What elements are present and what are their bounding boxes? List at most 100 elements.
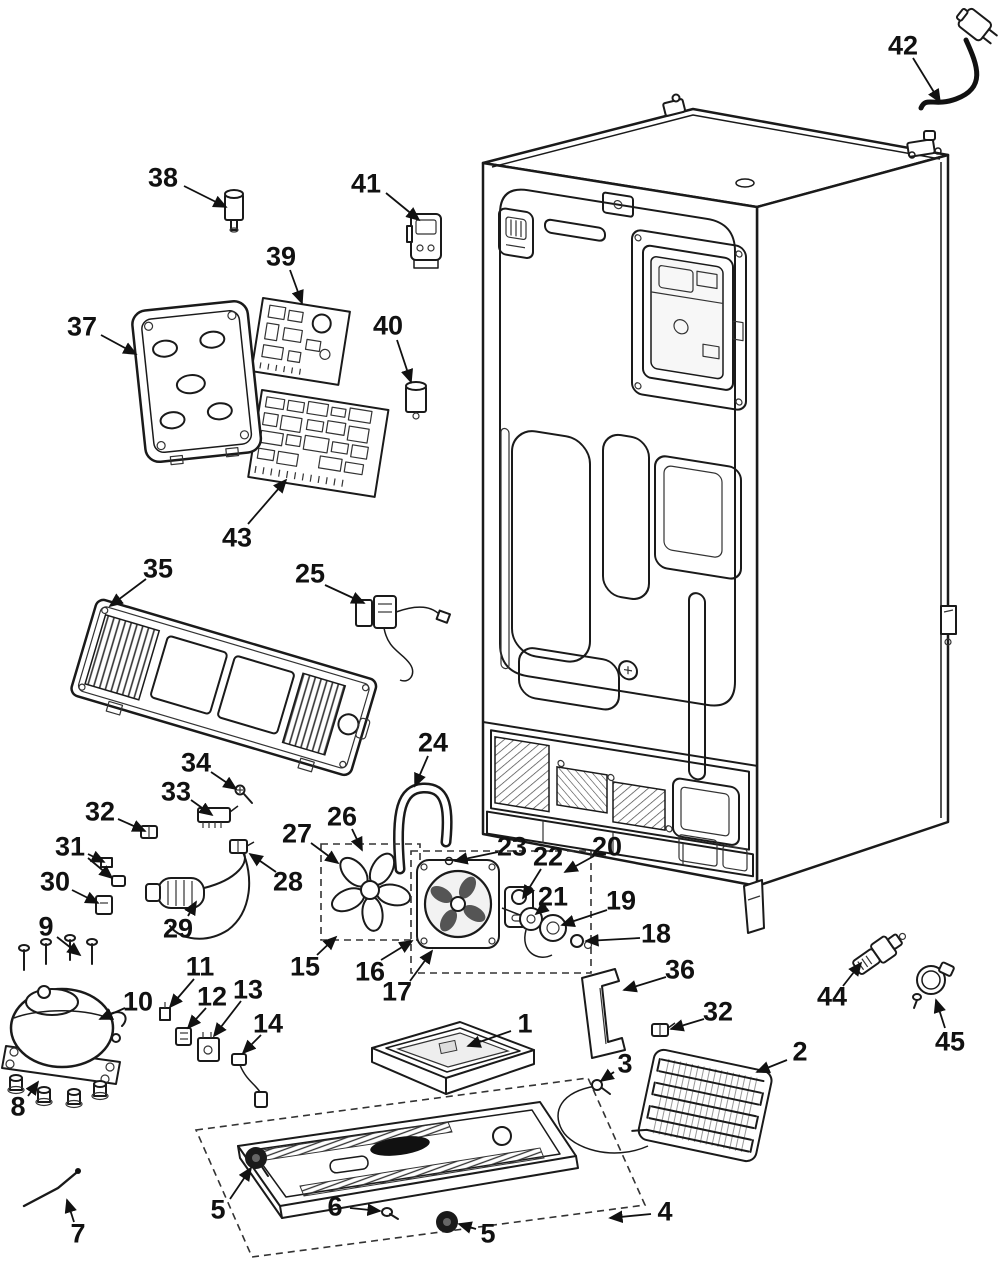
part-number-2: 2 bbox=[792, 1036, 807, 1066]
part-number-19: 19 bbox=[606, 885, 636, 915]
leader-line-32 bbox=[117, 818, 147, 832]
rear-vent-panel bbox=[70, 598, 378, 777]
side-bracket bbox=[940, 605, 957, 646]
part-number-12: 12 bbox=[197, 981, 227, 1011]
back-panel-details bbox=[482, 188, 758, 878]
part-number-41: 41 bbox=[351, 168, 381, 198]
leader-line-2 bbox=[755, 1059, 788, 1074]
leader-line-7 bbox=[64, 1198, 77, 1223]
part-number-24: 24 bbox=[418, 727, 448, 757]
part-number-21: 21 bbox=[538, 881, 568, 911]
leader-line-22 bbox=[522, 868, 542, 900]
fan-housing bbox=[416, 856, 500, 949]
leader-line-15 bbox=[316, 935, 338, 956]
starter-relay-box bbox=[406, 213, 442, 269]
support-bracket bbox=[581, 968, 626, 1059]
part-number-3: 3 bbox=[617, 1048, 632, 1078]
leader-line-44 bbox=[842, 961, 863, 987]
leader-line-23 bbox=[453, 851, 499, 865]
leader-line-4 bbox=[608, 1210, 652, 1224]
refrigerator-cabinet bbox=[481, 93, 957, 934]
part-number-29: 29 bbox=[163, 913, 193, 943]
drain-tube bbox=[392, 782, 453, 875]
part-number-5: 5 bbox=[210, 1194, 225, 1224]
part-number-10: 10 bbox=[123, 986, 153, 1016]
leader-line-3 bbox=[599, 1068, 615, 1083]
leader-line-25 bbox=[324, 584, 366, 604]
part-number-20: 20 bbox=[592, 831, 622, 861]
leader-line-6 bbox=[349, 1203, 382, 1217]
leader-line-1 bbox=[466, 1030, 512, 1048]
sensor-wire bbox=[22, 1168, 81, 1208]
wire-harness bbox=[95, 784, 255, 940]
leader-line-33 bbox=[190, 799, 214, 817]
leader-line-24 bbox=[414, 755, 429, 788]
part-number-28: 28 bbox=[273, 866, 303, 896]
leader-line-28 bbox=[248, 852, 277, 873]
part-number-18: 18 bbox=[641, 918, 671, 948]
compressor-assembly bbox=[1, 934, 127, 1109]
leader-line-11 bbox=[168, 978, 195, 1009]
part-number-16: 16 bbox=[355, 956, 385, 986]
leader-line-39 bbox=[289, 269, 304, 305]
leader-line-18 bbox=[584, 934, 641, 947]
roller-right bbox=[436, 1211, 458, 1233]
leader-line-41 bbox=[385, 192, 421, 222]
tube-coupler bbox=[852, 932, 907, 975]
tray-screw bbox=[381, 1207, 399, 1220]
relay-parts bbox=[159, 1002, 268, 1108]
leader-line-34 bbox=[210, 771, 238, 791]
part-number-23: 23 bbox=[497, 831, 527, 861]
fan-motor-dashed-box bbox=[410, 850, 592, 974]
leader-line-37 bbox=[100, 334, 138, 355]
leader-line-31 bbox=[87, 857, 114, 880]
fan-motor-assembly bbox=[501, 886, 593, 958]
part-number-42: 42 bbox=[888, 30, 918, 60]
part-number-44: 44 bbox=[817, 981, 847, 1011]
base-grille-tray bbox=[237, 1101, 579, 1219]
condenser-coil bbox=[557, 1022, 773, 1163]
leader-line-29 bbox=[184, 900, 197, 917]
mounting-bolts bbox=[18, 934, 98, 971]
leader-line-42 bbox=[912, 57, 941, 104]
leader-line-10 bbox=[98, 1007, 126, 1020]
leader-line-19 bbox=[560, 909, 608, 927]
leader-line-12 bbox=[186, 1007, 207, 1030]
defrost-sensor bbox=[355, 595, 452, 682]
fan-blade bbox=[331, 852, 412, 932]
leader-line-16 bbox=[380, 940, 414, 961]
leader-line-8 bbox=[25, 1080, 40, 1097]
part-number-15: 15 bbox=[290, 951, 320, 981]
capacitor-small bbox=[224, 189, 244, 233]
part-number-34: 34 bbox=[181, 747, 211, 777]
drain-pan bbox=[371, 1021, 535, 1095]
part-number-26: 26 bbox=[327, 801, 357, 831]
part-number-32: 32 bbox=[85, 796, 115, 826]
part-number-36: 36 bbox=[665, 954, 695, 984]
part-number-8: 8 bbox=[10, 1091, 25, 1121]
part-number-32: 32 bbox=[703, 996, 733, 1026]
part-number-35: 35 bbox=[143, 553, 173, 583]
leader-line-38 bbox=[183, 185, 228, 208]
pcb-main bbox=[247, 389, 390, 498]
part-number-7: 7 bbox=[70, 1218, 85, 1248]
top-hinge-right bbox=[906, 130, 942, 159]
leader-line-13 bbox=[212, 1000, 242, 1038]
part-number-6: 6 bbox=[327, 1191, 342, 1221]
compressor-grommets bbox=[7, 1074, 109, 1109]
part-number-14: 14 bbox=[253, 1008, 283, 1038]
leader-line-20 bbox=[563, 855, 595, 873]
part-number-11: 11 bbox=[186, 951, 215, 981]
leader-line-14 bbox=[241, 1034, 262, 1055]
leader-line-30 bbox=[71, 889, 100, 904]
leader-line-5 bbox=[229, 1166, 253, 1200]
leader-line-45 bbox=[933, 998, 946, 1029]
cover-plate bbox=[131, 300, 263, 466]
part-number-5: 5 bbox=[480, 1218, 495, 1248]
part-number-9: 9 bbox=[38, 911, 53, 941]
capacitor-round bbox=[405, 381, 427, 420]
power-cord bbox=[918, 7, 998, 111]
part-number-33: 33 bbox=[161, 776, 191, 806]
